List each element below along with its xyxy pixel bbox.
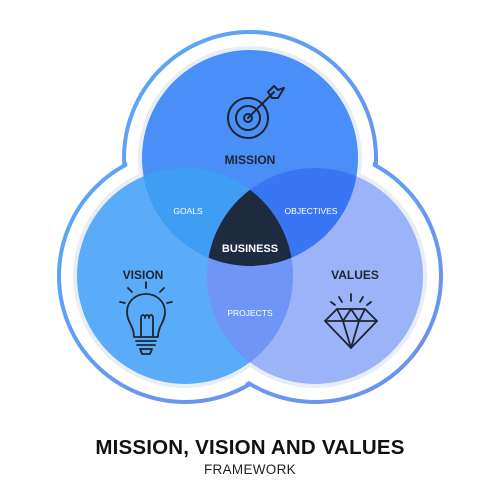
projects-label: PROJECTS <box>227 308 273 318</box>
overlap-center <box>207 168 293 266</box>
page-subtitle: FRAMEWORK <box>204 462 296 477</box>
page-title: MISSION, VISION AND VALUES <box>95 436 405 459</box>
business-label: BUSINESS <box>222 243 278 255</box>
diamond-icon <box>324 293 378 349</box>
vision-label: VISION <box>123 268 164 282</box>
lightbulb-icon <box>119 281 173 355</box>
objectives-label: OBJECTIVES <box>285 206 338 216</box>
mission-label: MISSION <box>225 153 276 167</box>
values-label: VALUES <box>331 268 379 282</box>
goals-label: GOALS <box>173 206 203 216</box>
target-arrow-icon <box>227 85 285 139</box>
